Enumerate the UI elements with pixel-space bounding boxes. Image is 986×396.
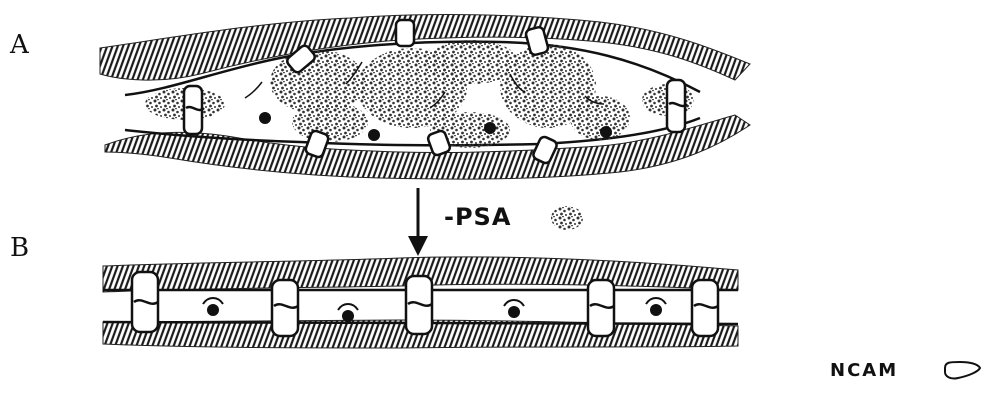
panel-b-label: B [10,233,29,263]
panel-a-label: A [10,30,29,60]
transition-arrow [408,188,428,256]
psa-cloud-symbol [551,206,583,230]
panel-b-diagram [103,257,738,348]
psa-removal-label: -PSA [444,203,511,231]
ncam-legend-label: NCAM [830,360,898,381]
panel-a-diagram [100,15,750,180]
ncam-legend-icon [945,362,980,379]
